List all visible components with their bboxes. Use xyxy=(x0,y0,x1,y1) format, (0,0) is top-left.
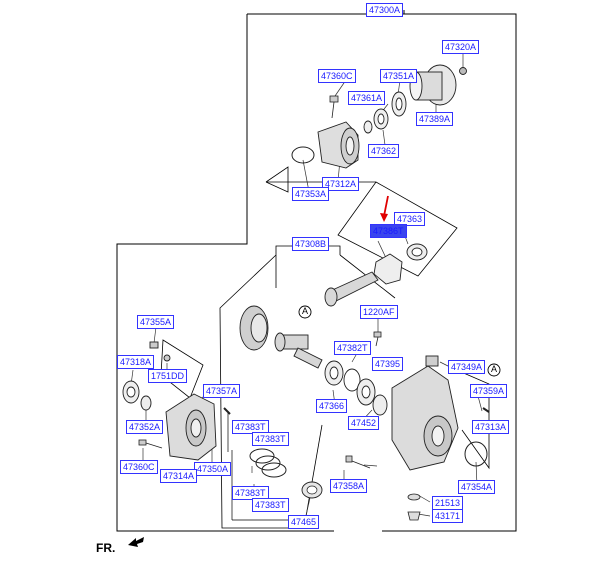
part-label-47389A[interactable]: 47389A xyxy=(416,112,454,126)
part-label-47383T-c[interactable]: 47383T xyxy=(232,486,269,500)
pinion-shaft-drawing xyxy=(324,271,379,307)
part-label-47366[interactable]: 47366 xyxy=(316,399,348,413)
differential-case-left-drawing xyxy=(165,393,217,461)
differential-case-right-drawing xyxy=(391,355,459,471)
part-label-47383T-b[interactable]: 47383T xyxy=(252,432,289,446)
ref-marker-a-2-text: A xyxy=(491,364,498,374)
part-label-47382T[interactable]: 47382T xyxy=(334,341,371,355)
part-label-47383T-d[interactable]: 47383T xyxy=(252,498,289,512)
part-label-47354A[interactable]: 47354A xyxy=(458,480,496,494)
o-ring-47354A-drawing xyxy=(464,441,488,467)
shim-drawing xyxy=(373,253,403,285)
part-label-1751DD[interactable]: 1751DD xyxy=(148,369,188,383)
part-label-21513[interactable]: 21513 xyxy=(432,496,464,510)
ref-marker-a-1 xyxy=(298,305,312,319)
pointer-arrowhead xyxy=(380,213,388,222)
part-label-47350A[interactable]: 47350A xyxy=(194,462,232,476)
part-label-47312A[interactable]: 47312A xyxy=(322,177,360,191)
part-label-47362[interactable]: 47362 xyxy=(368,144,400,158)
part-label-47383T-a[interactable]: 47383T xyxy=(232,420,269,434)
front-direction-arrow-icon xyxy=(128,537,144,547)
part-label-47395[interactable]: 47395 xyxy=(372,357,404,371)
o-ring-drawing xyxy=(291,146,315,164)
part-label-47355A[interactable]: 47355A xyxy=(137,315,175,329)
ref-marker-a-2 xyxy=(487,363,501,377)
transfer-housing-drawing xyxy=(317,121,360,169)
part-label-47361A[interactable]: 47361A xyxy=(348,91,386,105)
part-label-47358A[interactable]: 47358A xyxy=(330,479,368,493)
part-label-47349A[interactable]: 47349A xyxy=(448,360,486,374)
ref-marker-a-1-text: A xyxy=(302,306,309,316)
part-label-47452[interactable]: 47452 xyxy=(348,416,380,430)
part-label-47360C-top[interactable]: 47360C xyxy=(318,69,356,83)
part-label-47386T-highlighted[interactable]: 47386T xyxy=(370,224,407,238)
part-label-47351A[interactable]: 47351A xyxy=(380,69,418,83)
pointer-line xyxy=(383,195,389,217)
part-label-47359A[interactable]: 47359A xyxy=(470,384,508,398)
part-label-1220AF[interactable]: 1220AF xyxy=(360,305,398,319)
assembly-frame-left xyxy=(116,14,334,532)
ring-gear-drawing xyxy=(239,305,269,351)
part-label-47353A[interactable]: 47353A xyxy=(292,187,330,201)
part-label-47308B[interactable]: 47308B xyxy=(292,237,330,251)
part-label-47363[interactable]: 47363 xyxy=(394,212,426,226)
part-label-47465[interactable]: 47465 xyxy=(288,515,320,529)
part-label-47313A[interactable]: 47313A xyxy=(472,420,510,434)
assembly-label[interactable]: 47300A xyxy=(366,3,404,17)
part-label-47318A[interactable]: 47318A xyxy=(117,355,155,369)
shim-rings-drawing xyxy=(249,448,287,478)
part-label-43171[interactable]: 43171 xyxy=(432,509,464,523)
part-label-47314A[interactable]: 47314A xyxy=(160,469,198,483)
companion-flange-drawing xyxy=(409,64,467,106)
front-direction-label: FR. xyxy=(96,541,116,555)
part-label-47352A[interactable]: 47352A xyxy=(126,420,164,434)
part-label-47360C-bottom[interactable]: 47360C xyxy=(120,460,158,474)
part-label-47320A[interactable]: 47320A xyxy=(442,40,480,54)
bracket-47363-group xyxy=(337,181,458,277)
part-label-47357A[interactable]: 47357A xyxy=(203,384,241,398)
